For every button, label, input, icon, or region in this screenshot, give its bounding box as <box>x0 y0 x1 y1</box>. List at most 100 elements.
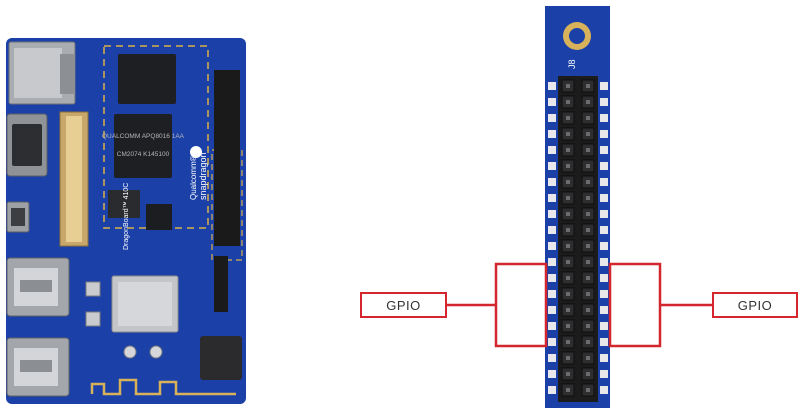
header-pin-tip <box>586 324 590 328</box>
header-pin-tip <box>586 372 590 376</box>
solder-pad <box>548 98 556 106</box>
solder-pad <box>600 114 608 122</box>
header-pin-tip <box>566 324 570 328</box>
header-pin-tip <box>566 212 570 216</box>
solder-pad <box>600 306 608 314</box>
header-pin-tip <box>566 196 570 200</box>
solder-pad <box>548 210 556 218</box>
header-pin-tip <box>566 148 570 152</box>
solder-pad <box>548 274 556 282</box>
header-pin-tip <box>566 292 570 296</box>
header-pin-tip <box>586 244 590 248</box>
small-chip <box>108 190 140 218</box>
dc-power-jack <box>200 336 242 380</box>
header-pin-tip <box>586 276 590 280</box>
header-pin-tip <box>566 388 570 392</box>
solder-pad <box>548 370 556 378</box>
header-pin-tip <box>586 84 590 88</box>
solder-pad <box>600 338 608 346</box>
header-pin-tip <box>586 180 590 184</box>
wifi-module <box>111 275 179 333</box>
header-pin-tip <box>566 132 570 136</box>
callout-lines <box>447 262 712 348</box>
left-callout-bracket <box>494 262 548 348</box>
soc-chip: QUALCOMM APQ8016 1AA CM2074 K145100 <box>102 114 185 178</box>
hdmi-port <box>6 113 48 177</box>
header-pin-tip <box>586 148 590 152</box>
usb-port-top <box>6 257 70 317</box>
solder-pad <box>548 338 556 346</box>
header-pins <box>561 79 595 397</box>
antenna-connector <box>123 345 137 359</box>
solder-pad <box>600 322 608 330</box>
brand-qualcomm: Qualcomm® <box>189 155 198 200</box>
solder-pad <box>548 306 556 314</box>
header-pin-tip <box>566 308 570 312</box>
solder-pad <box>548 82 556 90</box>
header-pin-tip <box>586 100 590 104</box>
header-pin-tip <box>586 356 590 360</box>
snapdragon-logo-icon <box>190 146 202 158</box>
header-pin-tip <box>586 260 590 264</box>
solder-pad <box>548 178 556 186</box>
header-pin-tip <box>586 164 590 168</box>
solder-pad <box>600 130 608 138</box>
header-pin-tip <box>586 308 590 312</box>
solder-pad <box>600 98 608 106</box>
solder-pad <box>600 370 608 378</box>
solder-pad <box>600 162 608 170</box>
solder-pad <box>600 82 608 90</box>
header-pin-tip <box>566 164 570 168</box>
solder-pad <box>600 226 608 234</box>
header-pin-tip <box>586 196 590 200</box>
pcb-antenna-trace <box>90 378 236 396</box>
expansion-header-strip: J8 <box>545 6 610 408</box>
solder-pad <box>548 162 556 170</box>
board-low-speed-header <box>214 70 240 246</box>
solder-pad <box>600 290 608 298</box>
solder-pad <box>548 258 556 266</box>
header-pin-tip <box>586 116 590 120</box>
solder-pad <box>548 226 556 234</box>
right-callout-bracket <box>608 262 662 348</box>
header-pin-tip <box>566 356 570 360</box>
header-pin-tip <box>566 180 570 184</box>
solder-pad <box>600 386 608 394</box>
solder-pad <box>600 178 608 186</box>
high-speed-connector <box>59 111 89 247</box>
header-pin-tip <box>566 84 570 88</box>
antenna-connector-2 <box>149 345 163 359</box>
header-pin-tip <box>566 116 570 120</box>
solder-pad <box>600 146 608 154</box>
header-pin-tip <box>566 100 570 104</box>
header-pads <box>548 82 608 394</box>
header-pin-tip <box>586 292 590 296</box>
header-pin-tip <box>566 260 570 264</box>
left-gpio-label: GPIO <box>360 292 447 318</box>
header-pin-tip <box>586 212 590 216</box>
header-pin-tip <box>566 276 570 280</box>
header-pin-tip <box>586 228 590 232</box>
solder-pad <box>600 210 608 218</box>
sd-card-slot <box>8 41 76 105</box>
header-pin-tip <box>566 244 570 248</box>
analog-expansion-header <box>214 256 228 312</box>
dragonboard-pcb: QUALCOMM APQ8016 1AA CM2074 K145100 Qual… <box>6 38 246 404</box>
soc-chip-label: QUALCOMM APQ8016 1AA <box>102 133 185 140</box>
header-pin-tip <box>586 388 590 392</box>
solder-pad <box>600 274 608 282</box>
solder-pad <box>548 242 556 250</box>
header-pin-tip <box>586 132 590 136</box>
solder-pad <box>548 146 556 154</box>
solder-pad <box>548 114 556 122</box>
board-model: DragonBoard™ 410C <box>123 183 130 250</box>
micro-usb-port <box>6 201 30 233</box>
solder-pad <box>600 258 608 266</box>
solder-pad <box>548 354 556 362</box>
solder-pad <box>600 194 608 202</box>
connector-designator: J8 <box>567 59 577 69</box>
right-gpio-label: GPIO <box>712 292 798 318</box>
solder-pad <box>600 354 608 362</box>
header-pin-tip <box>566 228 570 232</box>
